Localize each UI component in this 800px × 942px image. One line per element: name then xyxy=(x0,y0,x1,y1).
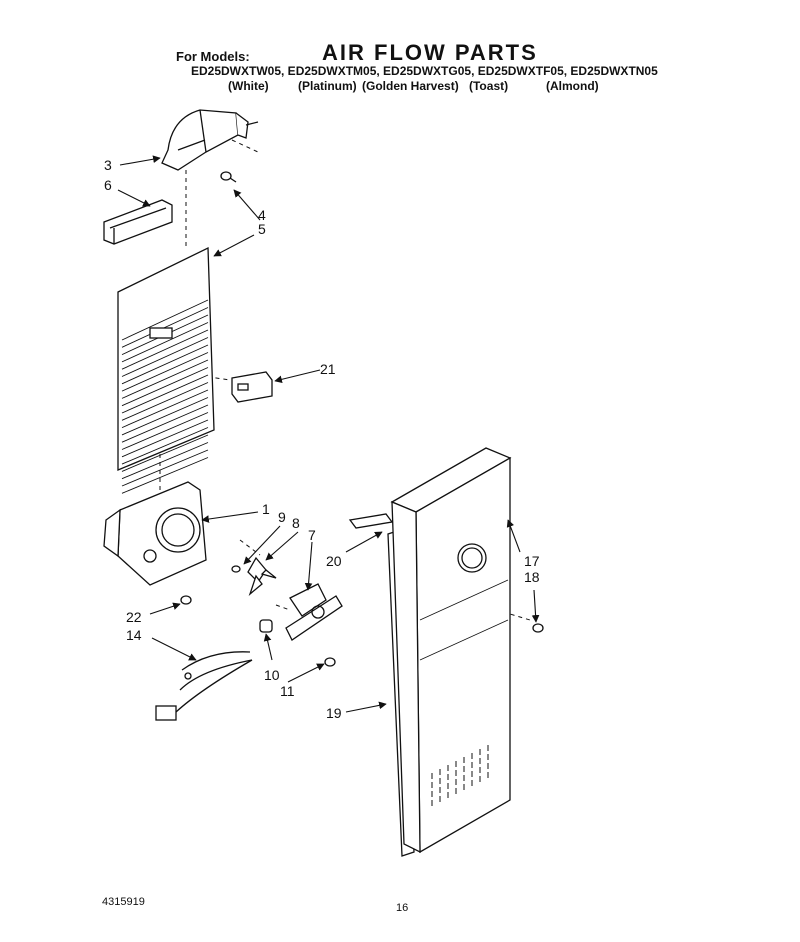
callout-20: 20 xyxy=(326,553,342,569)
part-screw-22 xyxy=(180,595,192,605)
part-screw-4 xyxy=(220,171,237,183)
callout-11: 11 xyxy=(280,683,295,699)
for-models-label: For Models: xyxy=(176,49,250,64)
part-wire-harness-14 xyxy=(155,651,253,721)
callout-10: 10 xyxy=(264,667,280,683)
callout-1: 1 xyxy=(262,501,270,517)
callout-18: 18 xyxy=(524,569,540,585)
part-fan-motor-7 xyxy=(285,583,343,641)
color-white: (White) xyxy=(228,79,269,93)
model-numbers: ED25DWXTW05, ED25DWXTM05, ED25DWXTG05, E… xyxy=(191,64,658,78)
color-golden-harvest: (Golden Harvest) xyxy=(362,79,459,93)
part-evaporator-cover-5 xyxy=(117,246,215,494)
callout-21: 21 xyxy=(320,361,336,377)
callout-4: 4 xyxy=(258,207,266,223)
callout-8: 8 xyxy=(292,515,300,531)
callout-22: 22 xyxy=(126,609,142,625)
part-air-channel-17 xyxy=(390,447,512,854)
callout-6: 6 xyxy=(104,177,112,193)
part-diffuser-cover xyxy=(161,109,259,171)
part-fan-shroud-1 xyxy=(103,481,207,586)
color-toast: (Toast) xyxy=(469,79,509,93)
page-title: AIR FLOW PARTS xyxy=(322,40,538,65)
part-grille-6 xyxy=(103,199,173,245)
document-number: 4315919 xyxy=(102,896,145,908)
part-nut-9 xyxy=(231,565,241,573)
page-number: 16 xyxy=(396,902,409,914)
callout-14: 14 xyxy=(126,627,142,643)
part-thermostat-21 xyxy=(231,371,273,403)
part-screw-18 xyxy=(532,623,544,633)
part-screw-11 xyxy=(324,657,336,667)
callout-5: 5 xyxy=(258,221,266,237)
callout-3: 3 xyxy=(104,157,112,173)
color-platinum: (Platinum) xyxy=(298,79,357,93)
color-almond: (Almond) xyxy=(546,79,599,93)
callout-9: 9 xyxy=(278,509,286,525)
callout-17: 17 xyxy=(524,553,540,569)
callout-19: 19 xyxy=(326,705,342,721)
part-grommet-10 xyxy=(259,619,273,633)
part-seal-20 xyxy=(348,513,394,529)
callout-7: 7 xyxy=(308,527,316,543)
part-fan-blade-8 xyxy=(247,556,277,596)
